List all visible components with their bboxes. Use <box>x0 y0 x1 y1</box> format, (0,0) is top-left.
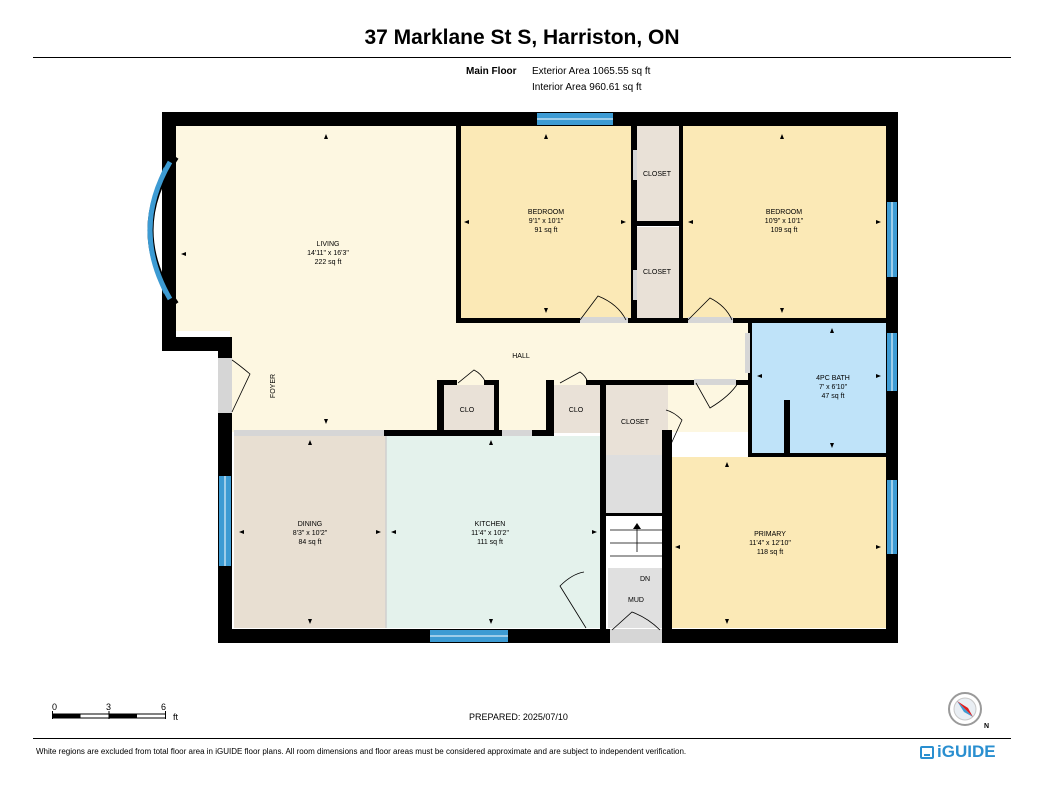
iguide-logo-icon <box>920 745 934 759</box>
dn-label: DN <box>640 576 650 583</box>
bath-name: 4PC BATH <box>816 375 850 382</box>
bedroom-1-dims: 9'1" x 10'1" <box>529 218 564 225</box>
scale-tick-0: 0 <box>52 702 58 712</box>
bath-dims: 7' x 6'10" <box>819 384 848 391</box>
dining-fill <box>234 436 386 628</box>
bedroom-2-dims: 10'9" x 10'1" <box>765 218 804 225</box>
mud-fill <box>608 568 666 628</box>
prepared-date: PREPARED: 2025/07/10 <box>469 712 568 722</box>
scale-bar <box>52 711 166 719</box>
hall-label: HALL <box>512 353 530 360</box>
openings <box>218 150 750 643</box>
bedroom-1-area: 91 sq ft <box>535 227 558 234</box>
floor-plan: LIVING 14'11" x 16'3" 222 sq ft BEDROOM … <box>147 112 898 643</box>
clo-right-fill <box>554 385 600 433</box>
iguide-logo-text: iGUIDE <box>937 742 996 761</box>
stair-arrow-icon <box>633 523 641 529</box>
kitchen-area: 111 sq ft <box>477 539 503 546</box>
floor-label: Main Floor <box>466 66 517 77</box>
dining-dims: 8'3" x 10'2" <box>293 530 328 537</box>
compass-letter: N <box>984 723 989 730</box>
scale-tick-3: 3 <box>106 702 112 712</box>
scale-tick-6: 6 <box>161 702 167 712</box>
plan-title: 37 Marklane St S, Harriston, ON <box>364 26 680 49</box>
compass-icon: N <box>948 692 989 730</box>
living-room-fill <box>176 126 460 331</box>
bedroom-2-name: BEDROOM <box>766 209 802 216</box>
scale-unit: ft <box>173 712 179 722</box>
bath-area: 47 sq ft <box>822 393 845 400</box>
interior-area: Interior Area 960.61 sq ft <box>532 82 642 93</box>
closet-top-fill <box>637 126 679 221</box>
header-rule <box>33 57 1011 58</box>
stair-landing-fill <box>606 455 668 513</box>
stair-treads <box>610 525 664 557</box>
dimension-arrows <box>181 134 881 624</box>
door-swings <box>231 295 739 631</box>
closet-hall-fill <box>606 385 668 455</box>
living-dims: 14'11" x 16'3" <box>307 250 349 257</box>
bedroom-1-name: BEDROOM <box>528 209 564 216</box>
kitchen-name: KITCHEN <box>475 521 506 528</box>
dining-area: 84 sq ft <box>299 539 322 546</box>
bedroom-2-fill <box>683 126 886 318</box>
bedroom-1-fill <box>460 126 631 318</box>
closet-top-label: CLOSET <box>643 171 672 178</box>
exterior-area: Exterior Area 1065.55 sq ft <box>532 66 651 77</box>
closet-mid-label: CLOSET <box>643 269 672 276</box>
clo-right-label: CLO <box>569 407 584 414</box>
closet-mid-fill <box>637 227 679 319</box>
clo-left-fill <box>444 385 494 433</box>
disclaimer: White regions are excluded from total fl… <box>36 747 687 756</box>
footer-rule <box>33 738 1011 739</box>
living-area: 222 sq ft <box>315 259 342 266</box>
bath-fill <box>752 323 886 453</box>
primary-area: 118 sq ft <box>757 549 783 556</box>
window-panes <box>224 118 893 637</box>
mud-label: MUD <box>628 597 644 604</box>
bay-window <box>147 155 179 306</box>
primary-name: PRIMARY <box>754 531 786 538</box>
living-name: LIVING <box>317 241 340 248</box>
kitchen-dims: 11'4" x 10'2" <box>471 530 509 537</box>
closet-hall-label: CLOSET <box>621 419 650 426</box>
clo-left-label: CLO <box>460 407 475 414</box>
primary-dims: 11'4" x 12'10" <box>749 540 791 547</box>
primary-fill <box>670 457 886 628</box>
interior-walls <box>384 126 886 633</box>
bedroom-2-area: 109 sq ft <box>771 227 798 234</box>
iguide-logo: iGUIDE <box>920 742 996 762</box>
foyer-label: FOYER <box>270 374 277 398</box>
dining-name: DINING <box>298 521 323 528</box>
